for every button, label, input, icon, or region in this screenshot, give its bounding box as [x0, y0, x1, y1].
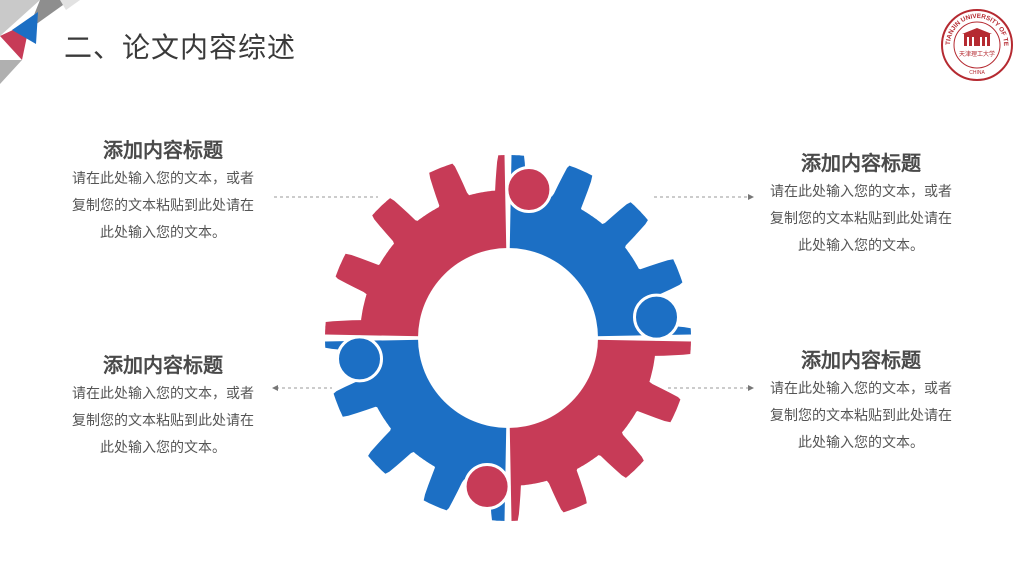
- content-block-bottom-left: 添加内容标题 请在此处输入您的文本，或者 复制您的文本粘贴到此处请在 此处输入您…: [48, 351, 278, 462]
- gear-piece-bottom-right: [509, 339, 691, 521]
- block-line: 复制您的文本粘贴到此处请在: [72, 198, 254, 214]
- block-heading: 添加内容标题: [103, 353, 223, 377]
- gear-piece-bottom-left: [325, 339, 507, 521]
- puzzle-knob: [336, 335, 383, 383]
- block-line: 复制您的文本粘贴到此处请在: [770, 211, 952, 227]
- block-line: 请在此处输入您的文本，或者: [770, 184, 952, 200]
- arrow-top-right: [748, 194, 754, 200]
- block-line: 复制您的文本粘贴到此处请在: [770, 408, 952, 424]
- gear-piece-top-left: [325, 155, 507, 337]
- seal-country: CHINA: [969, 70, 985, 76]
- puzzle-knob: [633, 293, 680, 341]
- seal-name: 天津理工大学: [959, 50, 995, 58]
- block-line: 复制您的文本粘贴到此处请在: [72, 413, 254, 429]
- block-line: 此处输入您的文本。: [100, 225, 226, 241]
- block-line: 此处输入您的文本。: [798, 238, 924, 254]
- puzzle-knob: [505, 166, 553, 213]
- block-heading: 添加内容标题: [103, 138, 223, 162]
- puzzle-knob: [463, 463, 511, 510]
- gear-ring: [325, 155, 691, 521]
- corner-decoration: [0, 0, 80, 84]
- arrow-bottom-left: [272, 385, 278, 391]
- block-line: 请在此处输入您的文本，或者: [72, 386, 254, 402]
- block-line: 请在此处输入您的文本，或者: [72, 171, 254, 187]
- block-line: 此处输入您的文本。: [798, 435, 924, 451]
- slide-title: 二、论文内容综述: [64, 31, 297, 64]
- content-block-top-left: 添加内容标题 请在此处输入您的文本，或者 复制您的文本粘贴到此处请在 此处输入您…: [48, 136, 278, 247]
- block-heading: 添加内容标题: [801, 348, 921, 372]
- content-block-bottom-right: 添加内容标题 请在此处输入您的文本，或者 复制您的文本粘贴到此处请在 此处输入您…: [746, 346, 976, 457]
- arrow-bottom-right: [748, 385, 754, 391]
- gear-piece-top-right: [509, 155, 691, 337]
- block-line: 此处输入您的文本。: [100, 440, 226, 456]
- content-block-top-right: 添加内容标题 请在此处输入您的文本，或者 复制您的文本粘贴到此处请在 此处输入您…: [746, 149, 976, 260]
- block-heading: 添加内容标题: [801, 151, 921, 175]
- university-seal-logo: TIANJIN UNIVERSITY OF TECHNOLOGY 天津理工大学 …: [940, 8, 1013, 81]
- block-line: 请在此处输入您的文本，或者: [770, 381, 952, 397]
